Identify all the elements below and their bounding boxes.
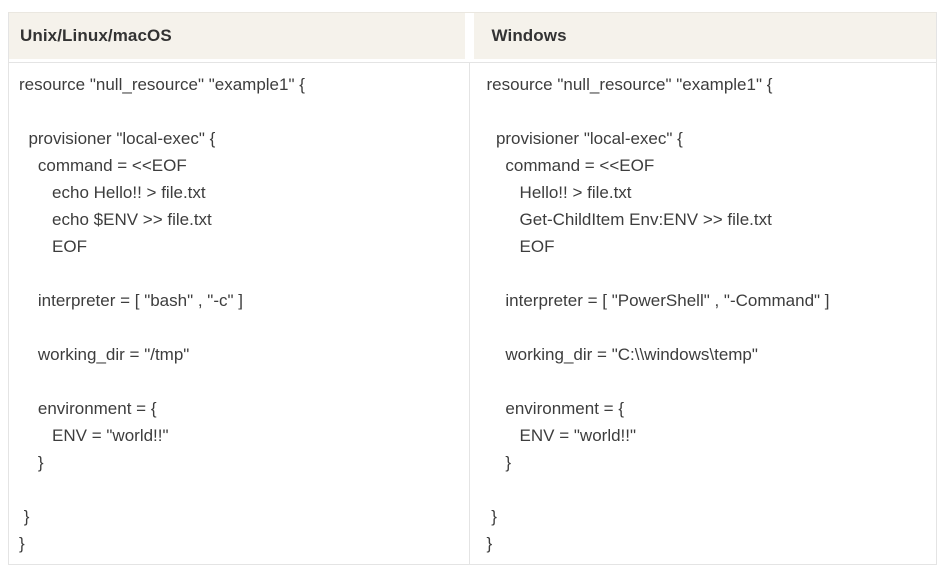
header-divider — [9, 59, 936, 63]
table-body-row: resource "null_resource" "example1" { pr… — [9, 63, 936, 564]
comparison-table: Unix/Linux/macOS Windows resource "null_… — [8, 12, 937, 565]
code-block-windows: resource "null_resource" "example1" { pr… — [486, 75, 830, 553]
header-cell-windows: Windows — [473, 13, 936, 59]
header-column-gap — [464, 13, 474, 59]
code-cell-unix: resource "null_resource" "example1" { pr… — [9, 63, 469, 564]
table-header-row: Unix/Linux/macOS Windows — [9, 13, 936, 59]
header-cell-unix: Unix/Linux/macOS — [9, 13, 465, 59]
code-block-unix: resource "null_resource" "example1" { pr… — [19, 75, 305, 553]
code-cell-windows: resource "null_resource" "example1" { pr… — [468, 63, 937, 564]
